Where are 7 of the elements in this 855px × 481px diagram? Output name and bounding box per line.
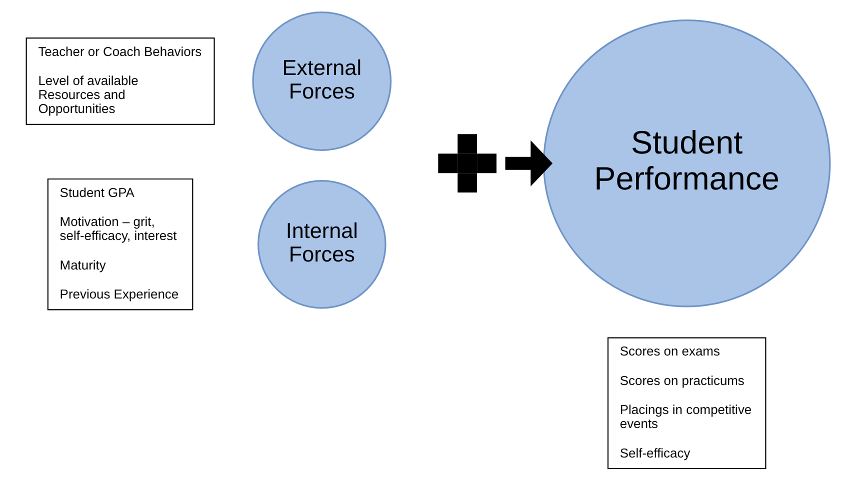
- node-box: Scores on exams Scores on practicums Placings in competitive events Self-efficacy: [606, 337, 766, 470]
- node-box: Student GPA Motivation – grit, self-efficacy, interest Maturity Previous Experience: [46, 178, 193, 310]
- node-circle: External Forces: [252, 12, 392, 151]
- node-circle: Student Performance: [542, 19, 830, 308]
- node-circle: Internal Forces: [256, 180, 386, 309]
- node-box: Teacher or Coach Behaviors Level of available Resources and Opportunities: [25, 38, 214, 125]
- arrow: [504, 140, 552, 186]
